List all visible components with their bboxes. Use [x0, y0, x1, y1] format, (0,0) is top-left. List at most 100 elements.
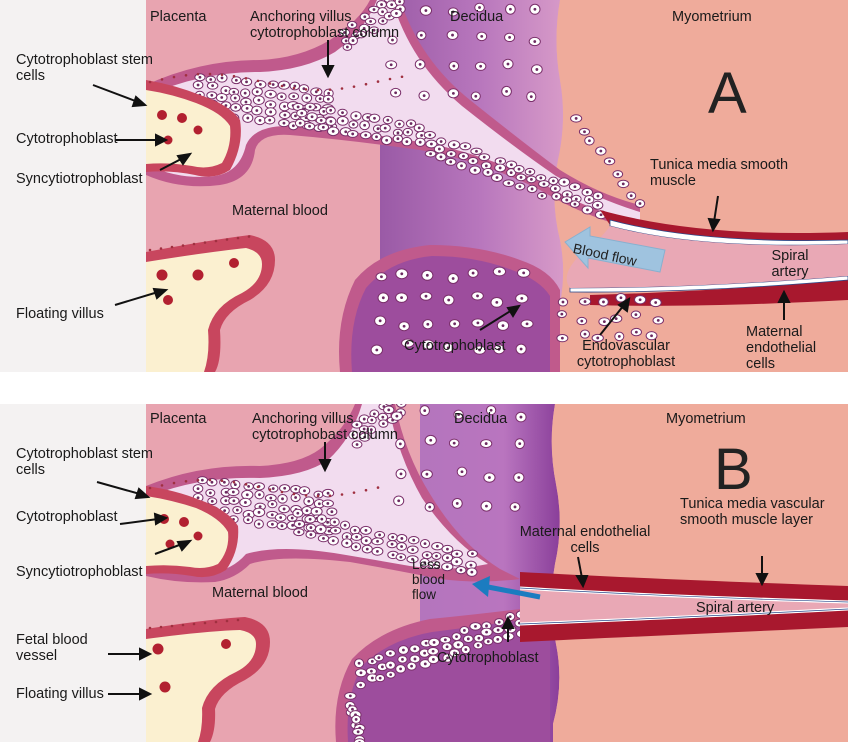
label-maternal-endothelial: Maternal endothelial cells — [746, 324, 846, 372]
cell-nucleus — [309, 105, 312, 108]
label-spiral-artery: Spiral artery — [760, 248, 820, 280]
cell-nucleus — [341, 111, 344, 114]
cell-nucleus — [446, 548, 449, 551]
cell-nucleus — [221, 77, 224, 80]
syncytial-dot — [193, 623, 196, 626]
cell-nucleus — [616, 173, 619, 176]
syncytial-dot — [248, 235, 251, 238]
cell-nucleus — [574, 203, 577, 206]
cell-nucleus — [371, 677, 374, 680]
cell-nucleus — [423, 409, 426, 412]
cell-nucleus — [602, 301, 605, 304]
cell-nucleus — [245, 101, 248, 104]
cell-nucleus — [460, 164, 463, 167]
cell-nucleus — [541, 194, 544, 197]
cell-nucleus — [455, 635, 458, 638]
cell-nucleus — [210, 94, 213, 97]
cell-nucleus — [360, 671, 363, 674]
cell-nucleus — [394, 91, 397, 94]
cell-nucleus — [269, 497, 272, 500]
cell-nucleus — [474, 625, 477, 628]
cell-nucleus — [483, 156, 486, 159]
cell-nucleus — [380, 3, 383, 6]
cell-nucleus — [391, 536, 394, 539]
cell-nucleus — [471, 552, 474, 555]
cell-nucleus — [509, 615, 512, 618]
cell-nucleus — [291, 524, 294, 527]
cell-nucleus — [327, 492, 330, 495]
cell-nucleus — [411, 548, 414, 551]
cell-nucleus — [356, 443, 359, 446]
cell-nucleus — [400, 545, 403, 548]
syncytial-dot — [305, 494, 308, 497]
cell-nucleus — [472, 160, 475, 163]
cell-nucleus — [355, 718, 358, 721]
cell-nucleus — [487, 171, 490, 174]
cell-nucleus — [520, 176, 523, 179]
syncytial-dot — [226, 238, 229, 241]
cell-nucleus — [209, 78, 212, 81]
cell-nucleus — [575, 198, 578, 201]
cell-nucleus — [485, 442, 488, 445]
cell-nucleus — [565, 199, 568, 202]
cell-nucleus — [488, 476, 491, 479]
cell-nucleus — [428, 134, 431, 137]
cell-nucleus — [389, 652, 392, 655]
cell-nucleus — [223, 509, 226, 512]
cell-nucleus — [256, 90, 259, 93]
cell-nucleus — [322, 126, 325, 129]
cell-nucleus — [333, 521, 336, 524]
cell-nucleus — [432, 658, 435, 661]
cell-nucleus — [224, 499, 227, 502]
cell-nucleus — [520, 416, 523, 419]
cell-nucleus — [444, 638, 447, 641]
cell-nucleus — [657, 319, 660, 322]
cell-nucleus — [279, 516, 282, 519]
cell-nucleus — [615, 317, 618, 320]
cell-nucleus — [474, 95, 477, 98]
label-fetal-blood-vessel: Fetal blood vessel — [16, 632, 116, 664]
syncytial-dot — [171, 625, 174, 628]
cell-nucleus — [375, 349, 378, 352]
cell-nucleus — [352, 123, 355, 126]
syncytial-dot — [329, 88, 332, 91]
syncytial-dot — [160, 247, 163, 250]
cell-nucleus — [225, 491, 228, 494]
cell-nucleus — [322, 537, 325, 540]
label-placenta: Placenta — [150, 9, 206, 25]
cell-nucleus — [399, 556, 402, 559]
label-tunica-media: Tunica media vascular smooth muscle laye… — [680, 496, 840, 528]
syncytial-dot — [377, 486, 380, 489]
syncytial-dot — [237, 237, 240, 240]
cell-nucleus — [269, 111, 272, 114]
cell-nucleus — [400, 296, 403, 299]
cell-nucleus — [327, 92, 330, 95]
cell-nucleus — [209, 492, 212, 495]
cell-nucleus — [258, 523, 261, 526]
cell-nucleus — [630, 194, 633, 197]
cell-nucleus — [311, 115, 314, 118]
cell-nucleus — [234, 106, 237, 109]
label-maternal-endothelial: Maternal endothelial cells — [505, 524, 665, 556]
cell-nucleus — [268, 119, 271, 122]
cell-nucleus — [255, 109, 258, 112]
cell-nucleus — [378, 533, 381, 536]
syncytial-dot — [293, 493, 296, 496]
syncytial-dot — [149, 487, 152, 490]
cell-nucleus — [552, 179, 555, 182]
cell-nucleus — [344, 130, 347, 133]
cell-nucleus — [258, 493, 261, 496]
cell-nucleus — [245, 80, 248, 83]
cell-nucleus — [522, 271, 525, 274]
cell-nucleus — [456, 502, 459, 505]
cell-nucleus — [505, 90, 508, 93]
syncytial-dot — [305, 88, 308, 91]
cell-nucleus — [530, 178, 533, 181]
syncytial-dot — [401, 75, 404, 78]
cell-nucleus — [517, 476, 520, 479]
label-syncytiotrophoblast: Syncytiotrophoblast — [16, 171, 143, 187]
cell-nucleus — [600, 213, 603, 216]
cell-nucleus — [283, 122, 286, 125]
cell-nucleus — [244, 501, 247, 504]
cell-nucleus — [292, 124, 295, 127]
